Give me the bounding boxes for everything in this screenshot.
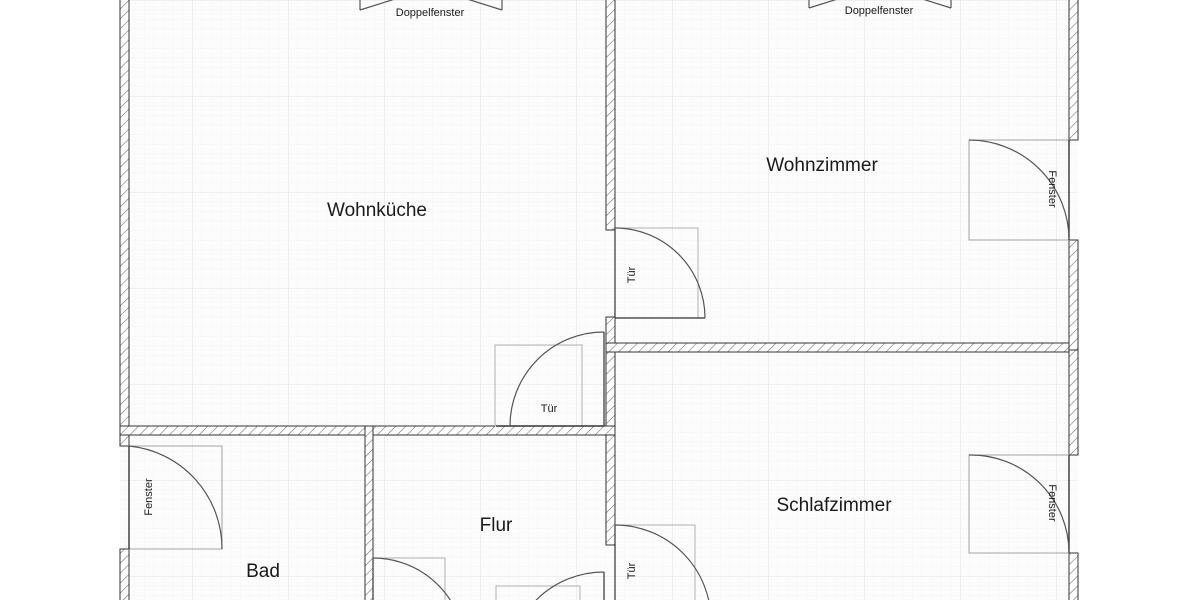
doppelfenster-wohnzimmer-label: Doppelfenster xyxy=(845,5,914,17)
tuer-flur-sued-frame xyxy=(495,585,581,600)
room-label-wohnzimmer: Wohnzimmer xyxy=(766,155,878,176)
wall-interior-central-mid xyxy=(605,316,616,436)
tuer-wohnzimmer-west-swing xyxy=(614,227,706,319)
room-label-schlafzimmer: Schlafzimmer xyxy=(776,495,892,516)
wall-exterior-east-schlafzimmer-top xyxy=(1068,349,1079,456)
tuer-wohnkueche-sued[interactable]: Tür xyxy=(494,331,605,427)
fenster-wohnzimmer-ost-label: Fenster xyxy=(1046,170,1058,208)
doppelfenster-wohnkueche-swing-left xyxy=(359,0,394,11)
grid-flur xyxy=(370,426,616,600)
tuer-wohnzimmer-west-label: Tür xyxy=(626,266,638,283)
fenster-schlafzimmer-ost-label: Fenster xyxy=(1046,484,1058,522)
wall-interior-bad-flur xyxy=(364,425,374,600)
doppelfenster-wohnkueche-swing-right xyxy=(468,0,503,11)
tuer-flur-ost-label: Tür xyxy=(626,562,638,579)
wall-exterior-west-upper xyxy=(119,0,130,433)
tuer-wohnkueche-sued-swing xyxy=(509,331,605,427)
fenster-wohnzimmer-ost-swing xyxy=(968,139,1070,241)
grid-wohnzimmer xyxy=(606,0,1078,352)
wall-exterior-east-wohnzimmer-top xyxy=(1068,0,1079,141)
grid-schlafzimmer xyxy=(606,350,1078,600)
wall-exterior-east-schlafzimmer-bottom xyxy=(1068,552,1079,600)
doppelfenster-wohnkueche[interactable]: Doppelfenster xyxy=(359,0,503,19)
room-label-wohnkueche: Wohnküche xyxy=(327,200,427,221)
doppelfenster-wohnzimmer-swing-right xyxy=(923,0,952,9)
walls xyxy=(119,0,1079,600)
grid-wohnkueche xyxy=(120,0,614,432)
room-labels: Wohnküche Wohnzimmer Bad Flur Schlafzimm… xyxy=(246,155,892,582)
tuer-wohnzimmer-west[interactable]: Tür xyxy=(614,227,706,319)
tuer-bad-ost[interactable] xyxy=(372,557,465,600)
room-floors xyxy=(120,0,1078,600)
fenster-bad-west[interactable]: Fenster xyxy=(128,445,223,550)
room-label-bad: Bad xyxy=(246,561,280,582)
fenster-schlafzimmer-ost[interactable]: Fenster xyxy=(968,454,1070,554)
tuer-bad-ost-swing xyxy=(372,557,451,600)
doppelfenster-wohnzimmer-swing-left xyxy=(808,0,837,9)
tuer-flur-sued[interactable] xyxy=(495,571,605,600)
tuer-wohnkueche-sued-label: Tür xyxy=(541,403,558,415)
fenster-bad-west-label: Fenster xyxy=(143,478,155,516)
room-label-flur: Flur xyxy=(480,515,513,536)
wall-interior-central-top xyxy=(605,0,616,231)
tuer-flur-ost-swing xyxy=(614,524,710,600)
fenster-bad-west-swing xyxy=(128,445,223,550)
wall-interior-wohnzimmer-south xyxy=(605,342,1079,353)
wall-exterior-east-wohnzimmer-bottom xyxy=(1068,239,1079,353)
fenster-wohnzimmer-ost[interactable]: Fenster xyxy=(968,139,1070,241)
wall-interior-central-lower xyxy=(605,434,616,546)
fenster-schlafzimmer-ost-swing xyxy=(968,454,1070,554)
wall-exterior-west-bad-bottom xyxy=(119,548,130,600)
tuer-flur-sued-swing xyxy=(535,571,605,600)
doppelfenster-wohnzimmer[interactable]: Doppelfenster xyxy=(808,0,952,17)
tuer-flur-ost[interactable]: Tür xyxy=(614,524,711,600)
doppelfenster-wohnkueche-label: Doppelfenster xyxy=(396,7,465,19)
